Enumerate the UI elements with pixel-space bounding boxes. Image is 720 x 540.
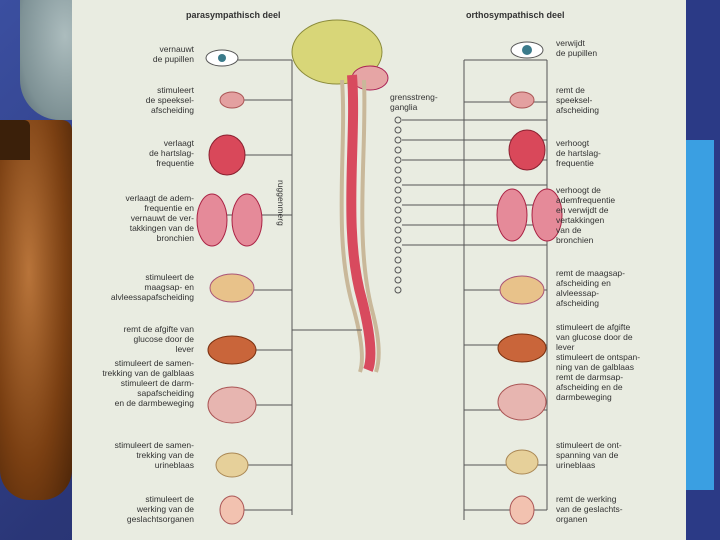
bladder-icon xyxy=(505,449,539,475)
right-label-6: stimuleert de afgifte van glucose door d… xyxy=(556,322,641,402)
heart-icon xyxy=(208,134,246,176)
left-label-6: remt de afgifte van glucose door de leve… xyxy=(123,324,194,354)
vertebral-column xyxy=(339,79,381,373)
stomach-icon xyxy=(209,273,255,303)
right-label-4: verhoogt de ademfrequentie en verwijdt d… xyxy=(556,185,616,245)
salivary-gland-icon xyxy=(219,91,245,109)
left-label-4: verlaagt de adem- frequentie en vernauwt… xyxy=(125,193,194,243)
diagram-sheet: parasympathisch deel orthosympathisch de… xyxy=(72,0,686,540)
right-label-1: verwijdt de pupillen xyxy=(556,38,598,58)
spine-label: ruggenmerg xyxy=(276,180,286,226)
bottle-image xyxy=(0,120,72,500)
blue-accent-panel xyxy=(686,140,714,490)
right-label-8: remt de werking van de geslachts- organe… xyxy=(556,494,623,524)
genital-icon xyxy=(509,495,535,525)
intestine-icon xyxy=(497,383,547,421)
right-label-3: verhoogt de hartslag- frequentie xyxy=(556,138,601,168)
nervous-system-drawing xyxy=(196,19,563,525)
bottle-cap xyxy=(0,120,30,160)
left-organs xyxy=(196,49,263,525)
ganglia-chain xyxy=(394,116,402,294)
right-label-5: remt de maagsap- afscheiding en alvleess… xyxy=(556,268,625,308)
left-label-2: stimuleert de speeksel- afscheiding xyxy=(145,85,194,115)
bladder-icon xyxy=(215,452,249,478)
left-label-5: stimuleert de maagsap- en alvleessapafsc… xyxy=(110,272,194,302)
ganglia-label: grensstreng- ganglia xyxy=(390,92,438,112)
lung-right-icon xyxy=(231,193,263,247)
lung-right-icon xyxy=(531,188,563,242)
left-label-9: stimuleert de werking van de geslachtsor… xyxy=(126,494,194,524)
lung-left-icon xyxy=(196,193,228,247)
right-label-2: remt de speeksel- afscheiding xyxy=(556,85,600,115)
genital-icon xyxy=(219,495,245,525)
liver-icon xyxy=(497,333,547,363)
lung-left-icon xyxy=(496,188,528,242)
salivary-gland-icon xyxy=(509,91,535,109)
left-label-7: stimuleert de samen- trekking van de gal… xyxy=(102,358,194,408)
right-organs xyxy=(496,41,563,525)
spinal-cord xyxy=(346,74,376,372)
header-orthosympathetic: orthosympathisch deel xyxy=(466,10,565,20)
left-label-8: stimuleert de samen- trekking van de uri… xyxy=(114,440,194,470)
header-parasympathetic: parasympathisch deel xyxy=(186,10,281,20)
left-label-1: vernauwt de pupillen xyxy=(152,44,194,64)
liver-icon xyxy=(207,335,257,365)
intestine-icon xyxy=(207,386,257,424)
right-label-7: stimuleert de ont- spanning van de urine… xyxy=(556,440,622,470)
stomach-icon xyxy=(499,275,545,305)
left-label-3: verlaagt de hartslag- frequentie xyxy=(149,138,194,168)
heart-icon xyxy=(508,129,546,171)
